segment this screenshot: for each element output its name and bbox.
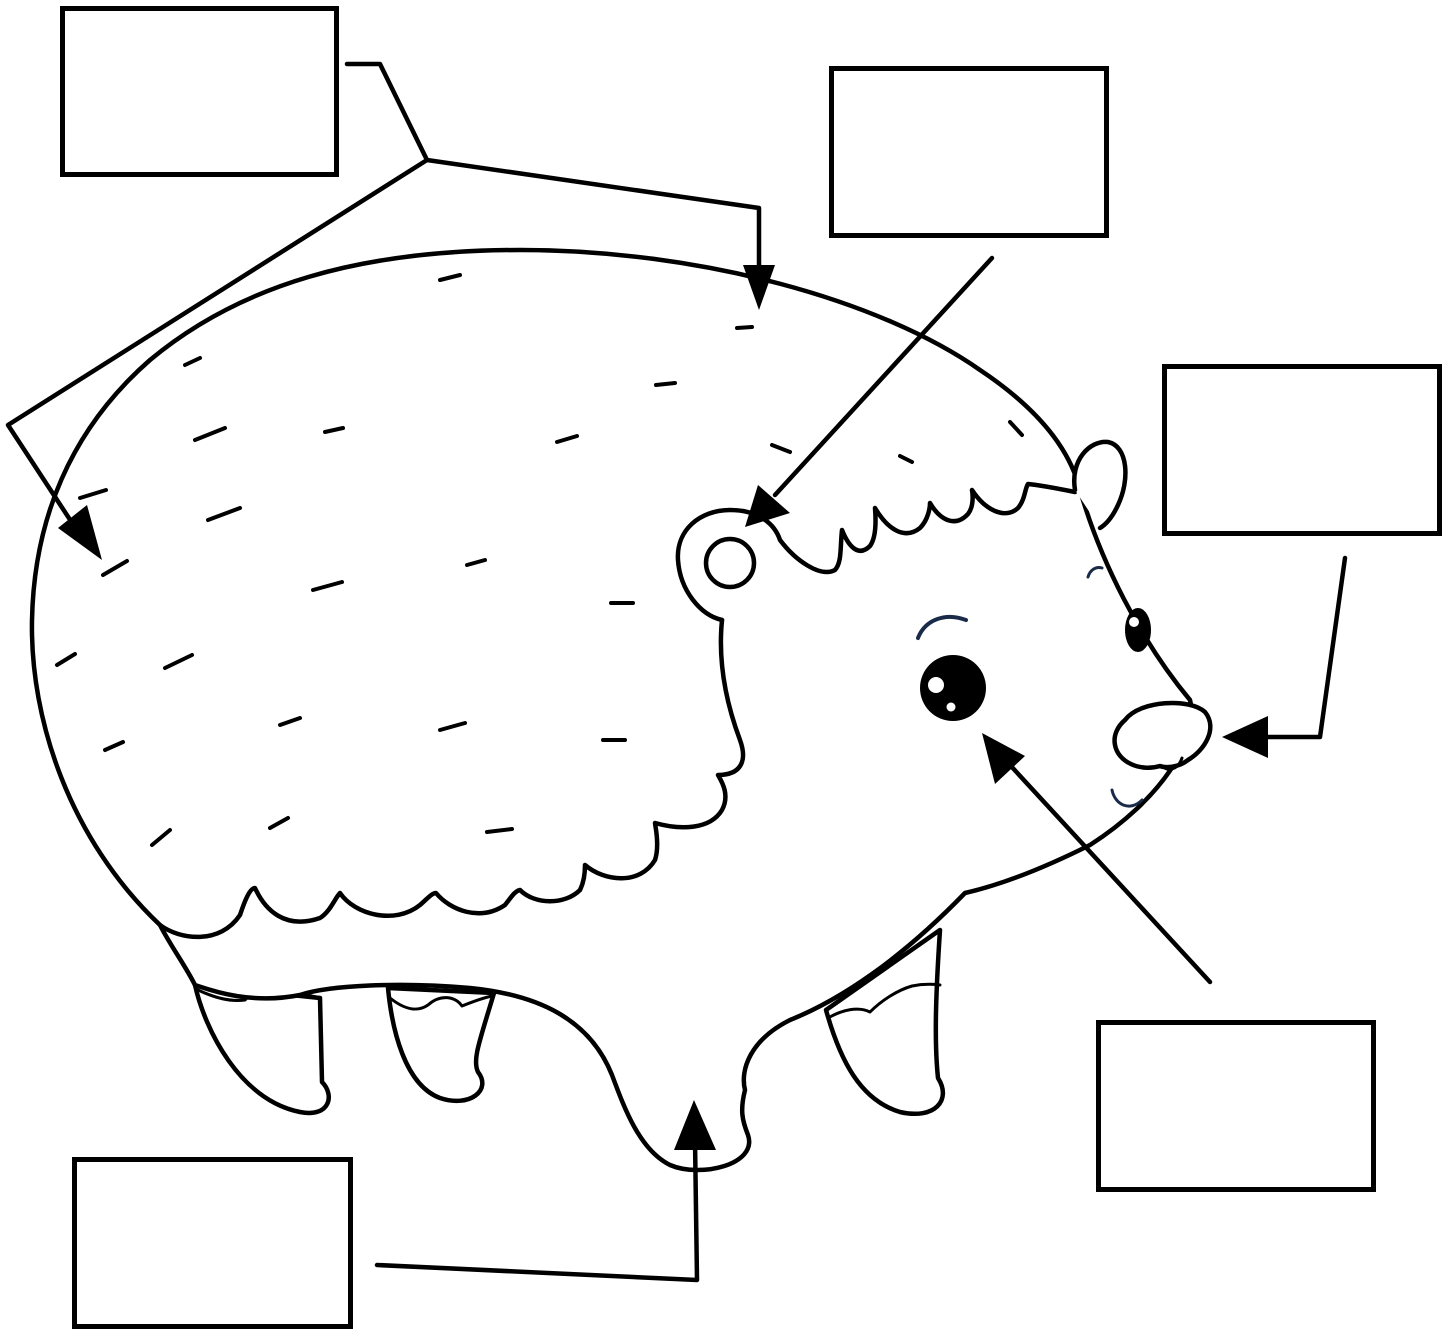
label-box-bottom-left[interactable] (72, 1157, 353, 1329)
label-box-top-left[interactable] (60, 6, 339, 177)
back-left-leg (192, 982, 331, 1116)
leader-line-top-center (745, 255, 995, 527)
mouth (1110, 788, 1144, 808)
back-right-leg (385, 985, 497, 1104)
far-eyebrow (1086, 566, 1104, 579)
label-box-bottom-right[interactable] (1096, 1020, 1376, 1192)
eyebrow (916, 614, 968, 640)
spine-coat-face-edge (675, 481, 1078, 623)
right-ear (1071, 439, 1128, 531)
nostril (1160, 756, 1184, 771)
eye (920, 655, 986, 721)
left-ear-inner (703, 536, 757, 590)
label-box-right[interactable] (1162, 364, 1442, 536)
far-eye (1125, 608, 1151, 652)
front-right-leg-fur (826, 982, 942, 1020)
label-box-top-center[interactable] (829, 66, 1109, 238)
spine-coat-edge (157, 617, 746, 940)
leader-line-right (1222, 555, 1348, 758)
leader-line-top-left (5, 61, 775, 560)
spine-marks (55, 273, 1024, 847)
leader-line-bottom-left (374, 1100, 716, 1283)
hedgehog-body (29, 247, 1194, 1173)
front-right-leg (823, 927, 946, 1116)
leader-line-bottom-right (982, 733, 1213, 985)
back-right-leg-fur (388, 994, 494, 1011)
hedgehog-icon (29, 247, 1213, 1173)
